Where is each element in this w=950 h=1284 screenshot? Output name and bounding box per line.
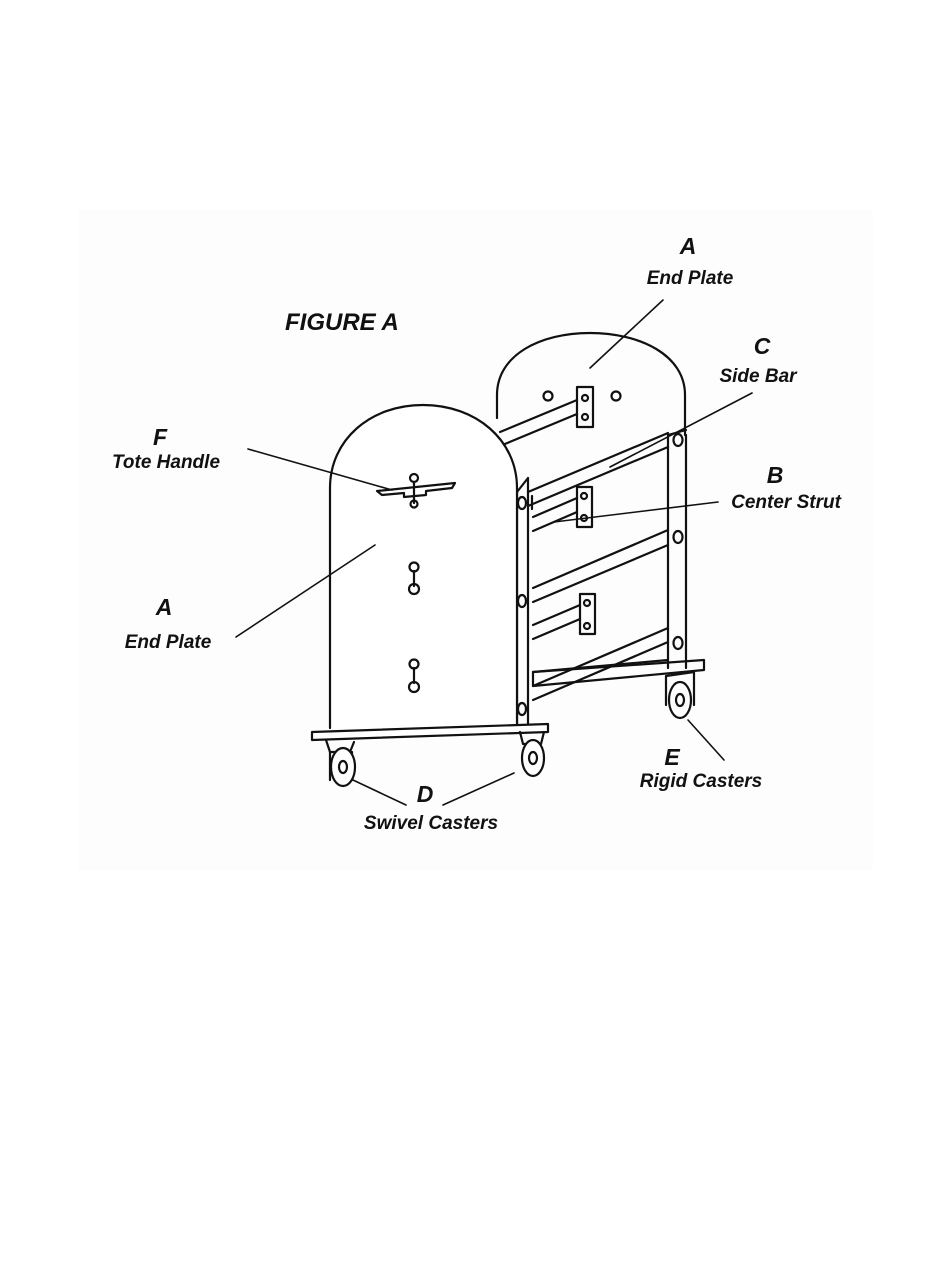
swivel-caster-right	[520, 732, 544, 776]
label-swivel-casters-name: Swivel Casters	[364, 813, 498, 835]
leader-side-bar	[610, 393, 752, 467]
center-struts	[533, 487, 595, 639]
label-side-bar-name: Side Bar	[719, 366, 796, 388]
side-bars	[528, 433, 668, 700]
label-center-strut-name: Center Strut	[731, 492, 841, 514]
label-tote-handle-name: Tote Handle	[112, 452, 220, 474]
swivel-caster-left	[326, 740, 355, 786]
rear-post	[668, 430, 686, 668]
label-swivel-casters-letter: D	[417, 781, 434, 808]
rigid-caster	[666, 672, 694, 718]
label-end-plate-front-name: End Plate	[125, 632, 212, 654]
rear-end-plate	[497, 333, 685, 446]
label-tote-handle-letter: F	[153, 424, 167, 451]
figure-title: FIGURE A	[285, 309, 399, 337]
label-rigid-casters-name: Rigid Casters	[640, 771, 762, 793]
front-end-plate	[330, 405, 517, 728]
leader-rigid-casters	[688, 720, 724, 760]
label-end-plate-rear-letter: A	[680, 233, 697, 260]
front-post	[517, 478, 528, 728]
label-end-plate-front-letter: A	[156, 594, 173, 621]
label-end-plate-rear-name: End Plate	[647, 268, 734, 290]
leader-swivel-right	[443, 773, 514, 805]
label-center-strut-letter: B	[767, 462, 784, 489]
label-side-bar-letter: C	[754, 333, 771, 360]
leader-swivel-left	[353, 780, 406, 805]
leader-center-strut	[554, 502, 718, 522]
label-rigid-casters-letter: E	[664, 744, 679, 771]
